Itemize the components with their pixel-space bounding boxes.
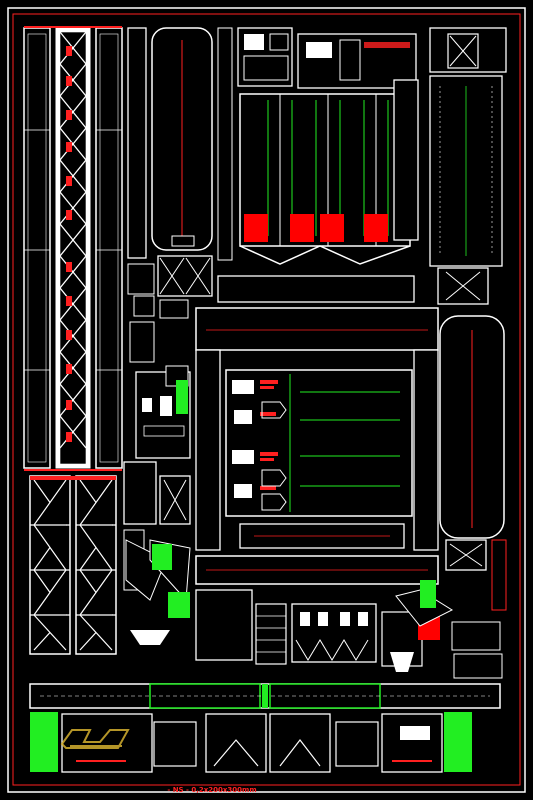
- sheet-caption: - NS - 0,2x200x300mm: [167, 786, 256, 794]
- center-middle-hall: [195, 275, 439, 585]
- right-top-section: [429, 27, 507, 611]
- maker-logo-icon: [60, 729, 130, 749]
- sheet-frame-inner: [12, 13, 521, 786]
- left-lower-truss-panels: [29, 475, 117, 655]
- center-lower-detail: [195, 580, 503, 679]
- center-top-hall: [237, 27, 419, 265]
- left-center-column: [123, 27, 233, 645]
- bottom-band: [29, 683, 501, 773]
- sheet-frame-outer: [7, 7, 526, 793]
- left-truss-column: [23, 26, 123, 471]
